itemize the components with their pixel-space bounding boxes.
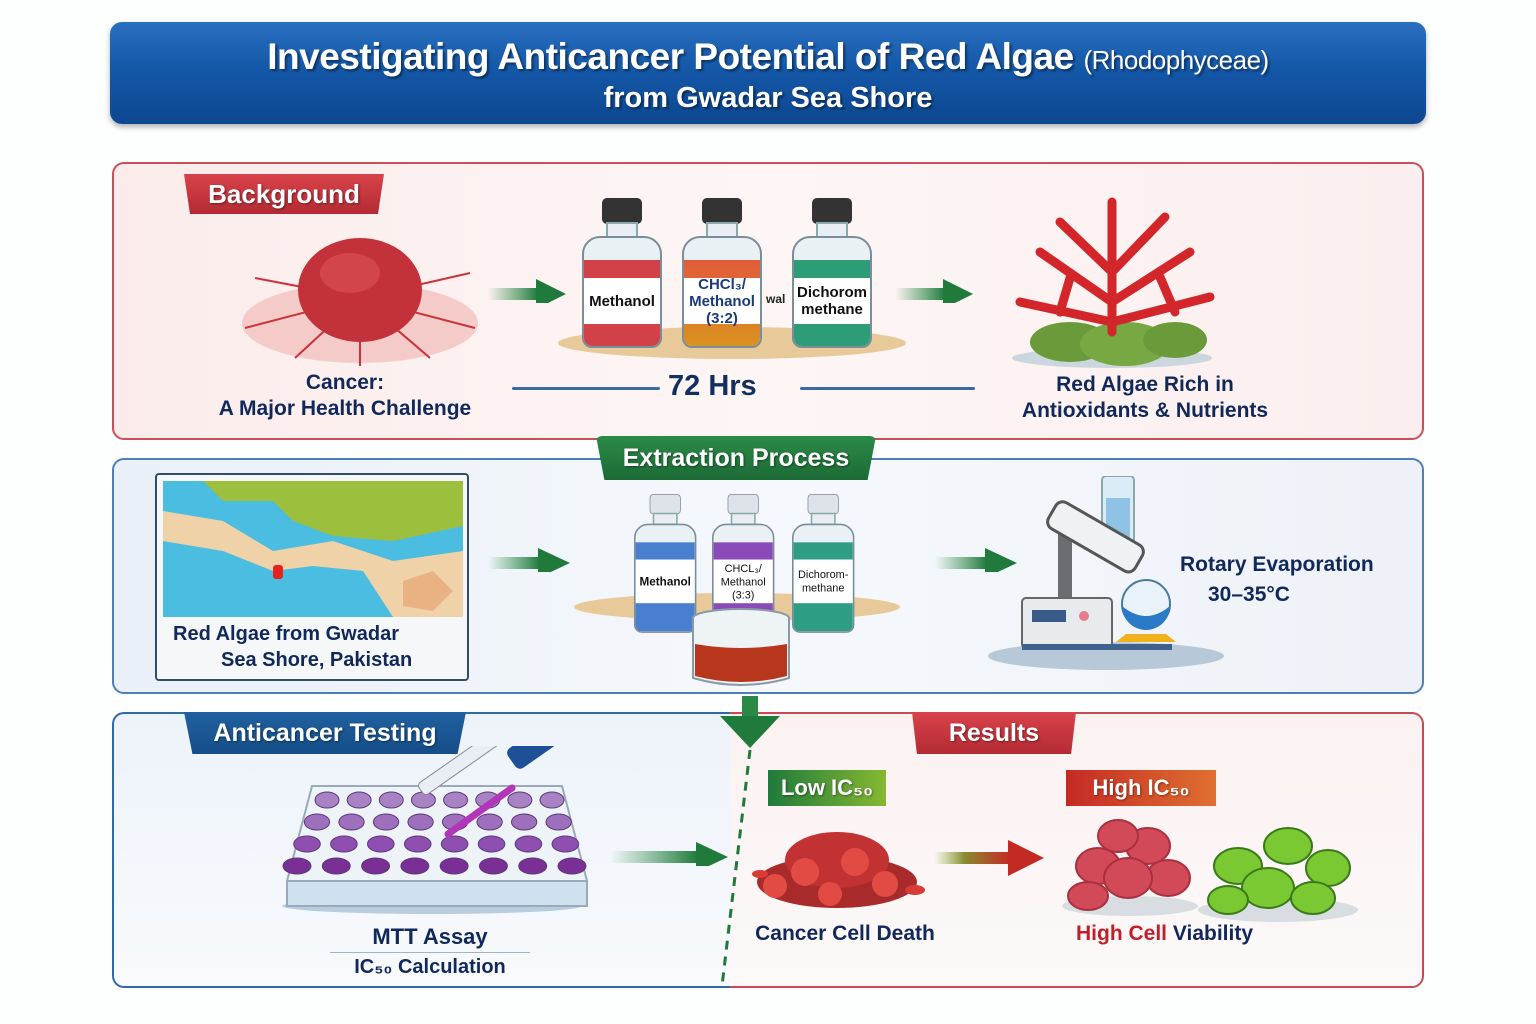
plate-well xyxy=(293,835,321,853)
divider-line xyxy=(512,387,660,390)
algae-caption: Red Algae Rich in Antioxidants & Nutrien… xyxy=(1000,372,1290,424)
arrow-right-icon xyxy=(488,548,570,572)
viable-cells-icon xyxy=(1062,819,1358,922)
cancer-cell-death-caption: Cancer Cell Death xyxy=(755,922,935,945)
plate-well xyxy=(439,857,469,875)
ic50-calculation-label: IC₅₀ Calculation xyxy=(354,956,506,978)
plate-well xyxy=(314,791,340,809)
rotary-evaporator-icon xyxy=(988,476,1224,670)
high-cell-viability-caption: High Cell Viability xyxy=(1076,922,1253,946)
plate-well xyxy=(477,835,506,853)
plate-well xyxy=(551,835,580,853)
high-ic50-tag: High IC₅₀ xyxy=(1066,770,1216,806)
rotary-temperature: 30–35°C xyxy=(1208,583,1290,606)
title-banner: Investigating Anticancer Potential of Re… xyxy=(110,22,1426,124)
divider-line xyxy=(800,387,975,390)
plate-well xyxy=(539,791,565,809)
duration-label: 72 Hrs xyxy=(668,370,757,402)
map-card: Red Algae from Gwadar Sea Shore, Pakista… xyxy=(155,473,469,681)
background-tag: Background xyxy=(184,174,384,214)
plate-well xyxy=(443,791,469,809)
plate-well xyxy=(338,813,365,831)
caption-blue-part: Viability xyxy=(1172,922,1254,945)
extraction-tag: Extraction Process xyxy=(596,436,876,480)
title-line-1: Investigating Anticancer Potential of Re… xyxy=(110,36,1426,78)
caption-red-part: High Cell xyxy=(1076,922,1168,945)
arrow-right-icon xyxy=(610,842,728,866)
title-line-2: from Gwadar Sea Shore xyxy=(603,82,933,114)
plate-well xyxy=(321,857,351,875)
map-caption-line-2: Sea Shore, Pakistan xyxy=(221,649,413,671)
plate-well xyxy=(303,813,331,831)
title-parenthetical: (Rhodophyceae) xyxy=(1083,45,1269,75)
plate-well xyxy=(407,813,434,831)
plate-well xyxy=(282,857,312,875)
map-caption: Red Algae from Gwadar Sea Shore, Pakista… xyxy=(163,621,463,673)
anticancer-testing-tag: Anticancer Testing xyxy=(184,712,466,754)
plate-well xyxy=(510,813,538,831)
plate-well xyxy=(478,857,508,875)
96-well-plate-icon xyxy=(282,746,589,914)
plate-well xyxy=(410,791,436,809)
results-tag: Results xyxy=(912,712,1076,754)
cancer-caption: Cancer: A Major Health Challenge xyxy=(215,370,475,422)
dead-cancer-cells-icon xyxy=(752,832,925,908)
rotary-caption: Rotary Evaporation 30–35°C xyxy=(1180,552,1400,608)
bottle-methanol: Methanol xyxy=(582,198,662,348)
plate-well xyxy=(378,791,404,809)
arrow-right-icon xyxy=(488,279,566,303)
plate-well xyxy=(372,813,400,831)
plate-well xyxy=(403,835,432,853)
plate-well xyxy=(507,791,533,809)
arrow-right-icon xyxy=(935,548,1017,572)
bottle-label: Dichorom-methane xyxy=(793,559,853,604)
plate-well xyxy=(400,857,430,875)
bottle-dichloromethane: Dichorom-methane xyxy=(792,494,855,633)
bottle-label: Methanol xyxy=(584,278,660,324)
low-ic50-tag: Low IC₅₀ xyxy=(768,770,886,806)
bottle-label: Methanol xyxy=(635,559,695,604)
beaker-extract-icon xyxy=(692,608,790,686)
plate-well xyxy=(346,791,372,809)
plate-well xyxy=(366,835,395,853)
cancer-cell-icon xyxy=(242,238,478,366)
title-main: Investigating Anticancer Potential of Re… xyxy=(267,36,1074,77)
algae-caption-line-2: Antioxidants & Nutrients xyxy=(1021,399,1269,422)
plate-well xyxy=(557,857,587,875)
gwadar-map-icon xyxy=(163,481,463,617)
rotary-label: Rotary Evaporation xyxy=(1180,553,1374,576)
down-arrow-dashed-divider xyxy=(720,696,780,986)
bottle-label: Dichorom methane xyxy=(794,278,870,324)
plate-well xyxy=(440,835,469,853)
cancer-caption-line-1: Cancer: xyxy=(305,371,385,394)
bottle-methanol: Methanol xyxy=(634,494,697,633)
bottle-label: CHCl₃/ Methanol (3:2) xyxy=(684,276,760,327)
arrow-right-icon xyxy=(895,279,973,303)
algae-caption-line-1: Red Algae Rich in xyxy=(1056,373,1234,396)
bottle-chcl3-methanol: CHCl₃/ Methanol (3:2) xyxy=(682,198,762,348)
red-algae-icon xyxy=(1012,197,1215,368)
divider-line xyxy=(330,952,530,953)
plate-well xyxy=(476,813,503,831)
mtt-assay-label: MTT Assay xyxy=(372,924,488,949)
stray-text: wal xyxy=(766,292,786,306)
bottle-label: CHCL₃/ Methanol (3:3) xyxy=(713,559,773,604)
plate-well xyxy=(330,835,358,853)
gradient-arrow-icon xyxy=(934,840,1044,876)
map-caption-line-1: Red Algae from Gwadar xyxy=(173,623,399,645)
plate-well xyxy=(514,835,543,853)
plate-well xyxy=(545,813,572,831)
bottle-dichloromethane: Dichorom methane xyxy=(792,198,872,348)
cancer-caption-line-2: A Major Health Challenge xyxy=(218,397,472,420)
plate-well xyxy=(361,857,391,875)
bottle-chcl3-methanol: CHCL₃/ Methanol (3:3) xyxy=(712,494,775,633)
plate-well xyxy=(518,857,548,875)
